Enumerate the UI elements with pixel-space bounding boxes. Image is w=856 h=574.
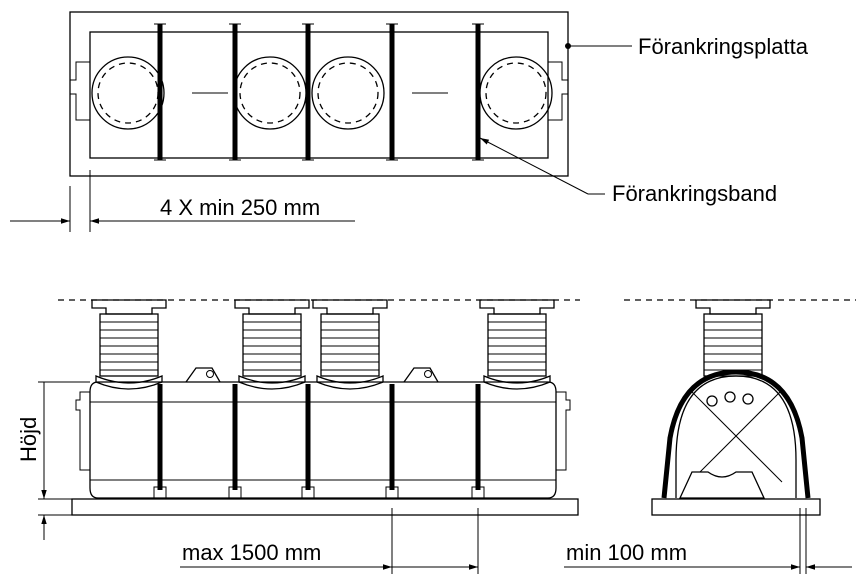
riser-1 bbox=[91, 299, 167, 390]
manhole-top-3 bbox=[311, 56, 385, 130]
tank-body-front bbox=[89, 381, 557, 499]
manhole-top-2 bbox=[233, 56, 307, 130]
spacing-label: 4 X min 250 mm bbox=[160, 195, 320, 220]
top-view: Förankringsplatta Förankringsband 4 X mi… bbox=[10, 11, 809, 232]
tank-cross-section bbox=[675, 375, 797, 498]
anchor-plate-front bbox=[71, 498, 579, 516]
riser-2 bbox=[234, 299, 310, 390]
anchor-plate-top bbox=[69, 11, 569, 177]
strap-side bbox=[661, 369, 811, 499]
riser-3 bbox=[312, 299, 388, 390]
anchor-plate-label: Förankringsplatta bbox=[638, 34, 809, 59]
riser-4 bbox=[479, 299, 555, 390]
front-view: Höjd max 1500 mm bbox=[16, 299, 580, 574]
anchor-band-label: Förankringsband bbox=[612, 181, 777, 206]
side-view: min 100 mm bbox=[564, 299, 856, 574]
manhole-top-4 bbox=[479, 56, 553, 130]
tank-body-top bbox=[89, 31, 549, 159]
height-label: Höjd bbox=[16, 417, 41, 462]
manhole-top-1 bbox=[91, 56, 165, 130]
min-distance-label: min 100 mm bbox=[566, 540, 687, 565]
anchor-plate-side bbox=[651, 498, 821, 516]
max-spacing-label: max 1500 mm bbox=[182, 540, 321, 565]
